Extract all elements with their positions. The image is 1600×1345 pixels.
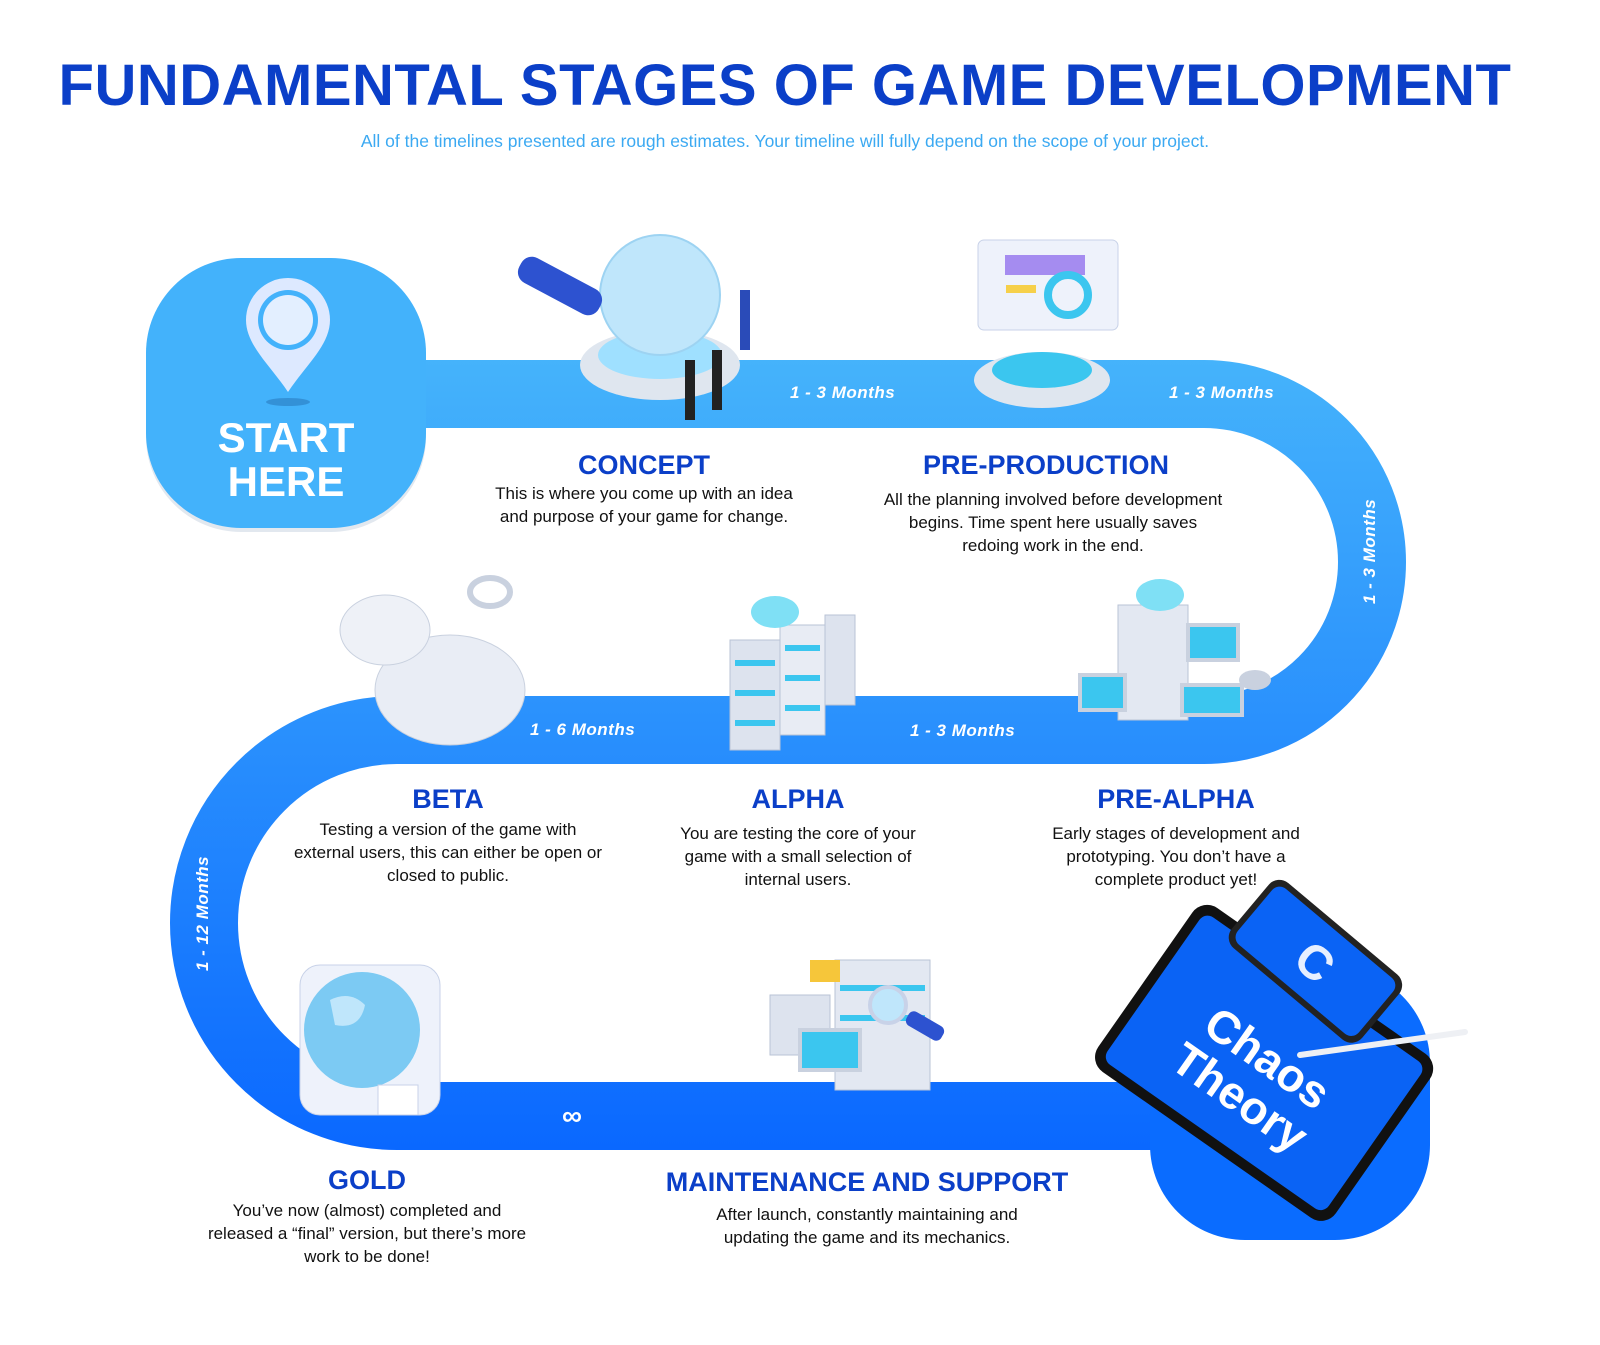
stage-desc: This is where you come up with an idea a…	[495, 484, 793, 526]
stage-title: BETA	[412, 784, 484, 814]
stage-title: GOLD	[328, 1165, 406, 1195]
stage-desc: You are testing the core of your game wi…	[680, 824, 916, 889]
stage-pre-production: PRE-PRODUCTION All the planning involved…	[866, 450, 1226, 557]
stage-title: MAINTENANCE AND SUPPORT	[665, 1167, 1069, 1197]
duration-alpha: 1 - 3 Months	[910, 721, 1016, 740]
stage-desc: Early stages of development and prototyp…	[1052, 824, 1300, 889]
start-here-label: START HERE	[146, 416, 426, 504]
stage-desc: Testing a version of the game with exter…	[293, 820, 603, 885]
stage-alpha: ALPHA You are testing the core of your g…	[618, 784, 978, 891]
duration-maintenance-infinity: ∞	[562, 1100, 583, 1131]
stage-desc: All the planning involved before develop…	[883, 490, 1223, 555]
duration-gold: 1 - 12 Months	[193, 855, 212, 971]
stage-gold: GOLD You’ve now (almost) completed and r…	[187, 1165, 547, 1268]
maintenance-illustration	[769, 959, 945, 1091]
stage-title: PRE-PRODUCTION	[922, 450, 1169, 480]
stage-title: PRE-ALPHA	[1097, 784, 1255, 814]
stage-title: ALPHA	[751, 784, 845, 814]
stage-desc: You’ve now (almost) completed and releas…	[207, 1201, 527, 1266]
stage-concept: CONCEPT This is where you come up with a…	[464, 450, 824, 528]
map-pin-icon	[246, 278, 330, 406]
gold-illustration	[299, 964, 441, 1116]
duration-beta: 1 - 6 Months	[530, 720, 636, 739]
start-line2: HERE	[227, 458, 345, 505]
beta-illustration	[339, 575, 526, 746]
start-line1: START	[217, 414, 355, 461]
alpha-illustration	[729, 596, 856, 751]
duration-pre-alpha: 1 - 3 Months	[1360, 498, 1379, 604]
stage-title: CONCEPT	[577, 450, 710, 480]
stylus-icon	[1297, 1029, 1468, 1058]
pre-production-illustration	[974, 239, 1119, 408]
road	[170, 360, 1406, 1150]
page-title: FUNDAMENTAL STAGES OF GAME DEVELOPMENT	[58, 53, 1512, 118]
stage-maintenance: MAINTENANCE AND SUPPORT After launch, co…	[642, 1167, 1092, 1249]
phone-icon: C	[1228, 879, 1403, 1043]
duration-pre-production: 1 - 3 Months	[1169, 383, 1275, 402]
duration-concept: 1 - 3 Months	[790, 383, 896, 402]
stage-desc: After launch, constantly maintaining and…	[716, 1205, 1018, 1247]
page-subtitle: All of the timelines presented are rough…	[360, 131, 1210, 151]
concept-illustration	[517, 234, 750, 420]
stage-pre-alpha: PRE-ALPHA Early stages of development an…	[996, 784, 1356, 891]
stage-beta: BETA Testing a version of the game with …	[268, 784, 628, 887]
pre-alpha-illustration	[1078, 579, 1271, 721]
